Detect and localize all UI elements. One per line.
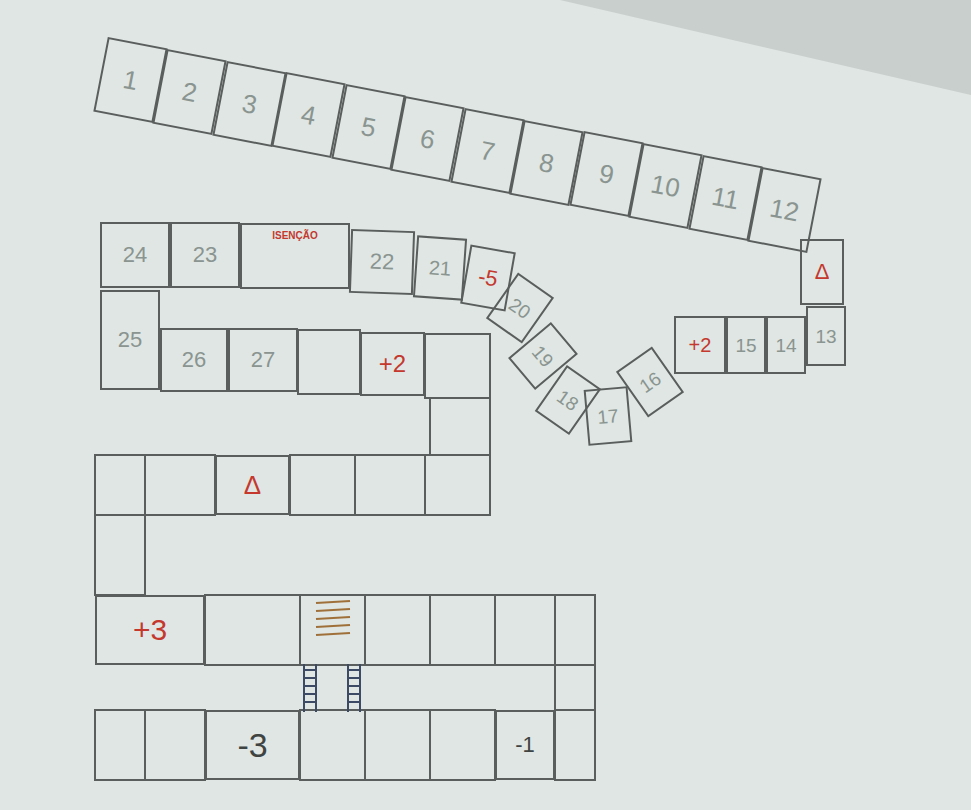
blank-cell	[298, 330, 360, 394]
cell-label: 1	[120, 66, 139, 94]
blank-cells	[95, 330, 595, 780]
board-cell: 26	[160, 328, 228, 392]
board-cell: 11	[688, 155, 762, 241]
board-cell: 17	[584, 386, 633, 446]
cell-label: +3	[133, 615, 167, 645]
cell-label: 8	[537, 148, 556, 176]
blank-cell	[495, 595, 555, 665]
blank-cell	[95, 455, 145, 515]
cell-label: +2	[379, 352, 406, 376]
board-cell: 18	[535, 365, 602, 435]
board-cell: -1	[495, 710, 555, 780]
cell-label: +2	[689, 335, 712, 355]
board-cell: 2	[152, 49, 226, 135]
cell-label: 22	[369, 251, 394, 274]
board-cell: 4	[271, 72, 345, 158]
blank-cell	[300, 595, 365, 665]
cell-label: 5	[358, 113, 377, 141]
blank-cell	[300, 710, 365, 780]
blank-cell	[95, 710, 145, 780]
board-cell: +2	[360, 332, 425, 396]
cell-label: 17	[597, 406, 620, 427]
blank-cell	[95, 515, 145, 595]
cell-label: ISENÇÃO	[272, 231, 318, 241]
cell-label: 21	[428, 257, 452, 279]
board-cell: 6	[390, 96, 464, 182]
board-cell: +3	[95, 595, 205, 665]
cell-label: 24	[123, 244, 147, 266]
cell-label: 3	[239, 89, 258, 117]
blank-cell	[425, 455, 490, 515]
cell-label: 19	[529, 342, 557, 370]
board-cell: 25	[100, 290, 160, 390]
board-frame	[560, 0, 971, 95]
cell-label: 9	[596, 160, 615, 188]
cell-label: 6	[418, 125, 437, 153]
cell-label: 14	[775, 336, 796, 355]
board-cell: -5	[460, 244, 516, 311]
cell-label: 2	[180, 78, 199, 106]
blank-cell	[145, 455, 215, 515]
cell-label: 7	[477, 137, 496, 165]
board-cell: 27	[228, 328, 298, 392]
cell-label: 20	[506, 294, 534, 322]
board-cell: 15	[726, 316, 766, 374]
cell-label: 25	[118, 329, 142, 351]
blank-cell	[355, 455, 425, 515]
cell-label: -5	[476, 265, 499, 290]
board-cell: 21	[413, 235, 467, 300]
board-cell: 8	[509, 119, 583, 205]
blank-cell	[430, 595, 495, 665]
cell-label: 4	[299, 101, 318, 129]
board-cell: 24	[100, 222, 170, 288]
cell-label: 18	[554, 386, 582, 414]
board-cell: Δ	[800, 239, 844, 305]
cell-label: 26	[182, 349, 206, 371]
blank-cell	[145, 710, 205, 780]
ladder	[304, 664, 360, 712]
blank-cell	[555, 665, 595, 710]
cell-label: Δ	[815, 261, 830, 283]
blank-cell	[205, 595, 300, 665]
cell-label: -3	[237, 728, 267, 762]
board-cell: 23	[170, 222, 240, 288]
blank-cell	[555, 595, 595, 665]
cell-label: 12	[768, 194, 801, 225]
board-cell: 13	[806, 306, 846, 366]
board-cell: Δ	[215, 455, 290, 515]
board-cell: +2	[674, 316, 726, 374]
blank-cell	[430, 710, 495, 780]
board-cell: 9	[569, 131, 643, 217]
blank-cell	[430, 398, 490, 455]
board-cell: 7	[450, 108, 524, 194]
cell-label: 27	[251, 349, 275, 371]
blank-cell	[290, 455, 355, 515]
stripes	[316, 601, 350, 635]
cell-label: Δ	[244, 472, 261, 498]
cell-label: 13	[815, 327, 836, 346]
board-cell: 3	[212, 60, 286, 146]
blank-cell	[365, 595, 430, 665]
cell-label: 15	[735, 336, 756, 355]
cell-label: -1	[515, 734, 535, 756]
blank-cell	[555, 710, 595, 780]
cell-label: 23	[193, 244, 217, 266]
board-cell: 19	[508, 322, 578, 390]
cell-label: 11	[709, 183, 740, 214]
cell-label: 16	[636, 368, 664, 396]
blank-cell	[365, 710, 430, 780]
board-cell: 5	[331, 84, 405, 170]
board-cell: 1	[93, 37, 167, 123]
cell-label: 10	[649, 171, 682, 202]
board-cell: 22	[349, 229, 415, 295]
board-cell: 14	[766, 316, 806, 374]
blank-cell	[425, 334, 490, 398]
board-cell: -3	[205, 710, 300, 780]
board-cell: ISENÇÃO	[240, 223, 350, 289]
board-cell: 10	[628, 143, 702, 229]
